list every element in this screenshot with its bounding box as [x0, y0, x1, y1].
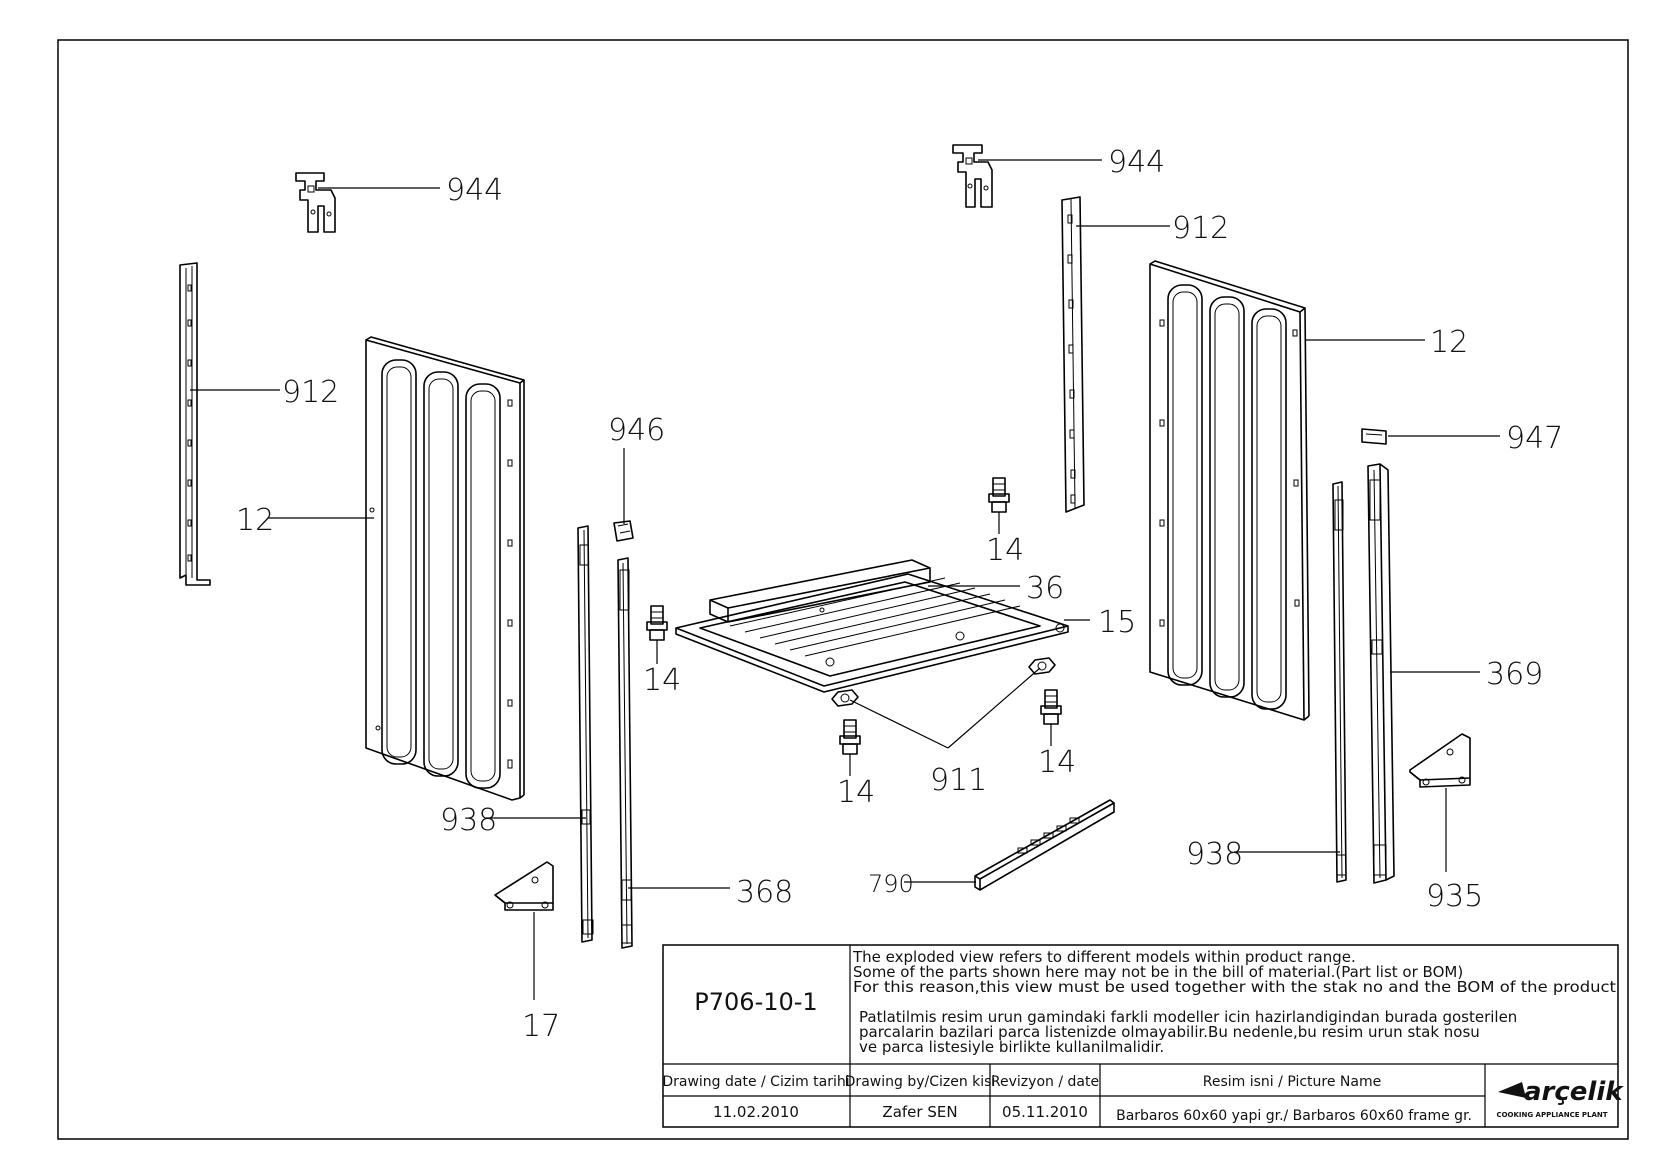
leader-lines	[190, 159, 1500, 1000]
callout-14-lower-left: 14	[837, 775, 875, 810]
callout-935: 935	[1426, 879, 1483, 914]
callout-912-right: 912	[1172, 211, 1229, 246]
callout-946: 946	[608, 413, 665, 448]
foot-screw-2	[988, 477, 1010, 513]
title-block: P706-10-1 The exploded view refers to di…	[662, 944, 1624, 1128]
foot-screw-3	[839, 719, 861, 755]
callout-790: 790	[868, 870, 914, 898]
note-en-line-2: Some of the parts shown here may not be …	[853, 963, 1463, 981]
callout-17: 17	[522, 1009, 560, 1044]
callout-15: 15	[1098, 605, 1136, 640]
air-duct-36	[709, 559, 931, 623]
corner-bracket-left	[494, 861, 554, 911]
rail-368	[617, 557, 633, 949]
value-revision: 05.11.2010	[1002, 1103, 1088, 1121]
value-picture-name: Barbaros 60x60 yapi gr./ Barbaros 60x60 …	[1116, 1108, 1472, 1124]
callout-947: 947	[1506, 421, 1563, 456]
clip-946	[613, 520, 634, 542]
header-picture-name: Resim isni / Picture Name	[1203, 1074, 1381, 1090]
side-panel-left	[365, 336, 525, 801]
note-tr-line-3: ve parca listesiyle birlikte kullanilmal…	[859, 1038, 1164, 1056]
note-en-line-1: The exploded view refers to different mo…	[852, 948, 1356, 966]
arcelik-logo: arçelik COOKING APPLIANCE PLANT	[1496, 1077, 1624, 1119]
nut-911-right	[1028, 657, 1056, 675]
rail-369	[1367, 463, 1395, 884]
vertical-rail-right	[1061, 196, 1085, 513]
nut-911-left	[831, 689, 859, 707]
callout-14-left: 14	[643, 663, 681, 698]
logo-brand: arçelik	[1524, 1077, 1624, 1107]
callout-938-left: 938	[440, 803, 497, 838]
foot-screw-4	[1040, 689, 1062, 725]
note-en-line-3: For this reason,this view must be used t…	[853, 978, 1616, 996]
logo-mark-icon	[1498, 1082, 1526, 1098]
vertical-rail-left	[179, 262, 211, 586]
drawing-code: P706-10-1	[694, 988, 817, 1016]
callout-944-right: 944	[1108, 145, 1165, 180]
front-bar-790	[974, 799, 1115, 891]
value-drawing-date: 11.02.2010	[713, 1103, 799, 1121]
front-rail-right	[1332, 481, 1347, 883]
callout-36: 36	[1026, 571, 1064, 606]
corner-bracket-right	[1409, 733, 1471, 788]
callout-labels: 944 944 912 912 12 12 946 947 14 14 14 1…	[236, 145, 1563, 1044]
callout-14-lower-right: 14	[1038, 745, 1076, 780]
callout-911: 911	[930, 763, 987, 798]
front-rail-left	[577, 525, 594, 943]
callout-912-left: 912	[282, 375, 339, 410]
callout-938-right: 938	[1186, 837, 1243, 872]
logo-subtitle: COOKING APPLIANCE PLANT	[1496, 1111, 1607, 1119]
drawing-border	[57, 39, 1629, 1140]
foot-screw-1	[646, 605, 668, 641]
side-panel-right	[1149, 260, 1310, 721]
callout-14-upper: 14	[986, 533, 1024, 568]
callout-368: 368	[736, 875, 793, 910]
callout-944-left: 944	[446, 173, 503, 208]
note-tr-line-1: Patlatilmis resim urun gamindaki farkli …	[859, 1008, 1517, 1026]
header-drawn-by: Drawing by/Cizen kisi	[845, 1074, 996, 1090]
header-drawing-date: Drawing date / Cizim tarihi	[662, 1074, 849, 1090]
note-tr-line-2: parcalarin bazilari parca listenizde olm…	[859, 1023, 1480, 1041]
header-revision: Revizyon / date	[991, 1074, 1099, 1090]
callout-369: 369	[1486, 657, 1543, 692]
hinge-bracket-left	[295, 172, 336, 233]
base-tray	[675, 573, 1069, 693]
callout-12-left: 12	[236, 503, 274, 538]
callout-12-right: 12	[1430, 325, 1468, 360]
value-drawn-by: Zafer SEN	[882, 1103, 957, 1121]
clip-947	[1361, 428, 1387, 445]
hinge-bracket-right	[952, 144, 993, 208]
